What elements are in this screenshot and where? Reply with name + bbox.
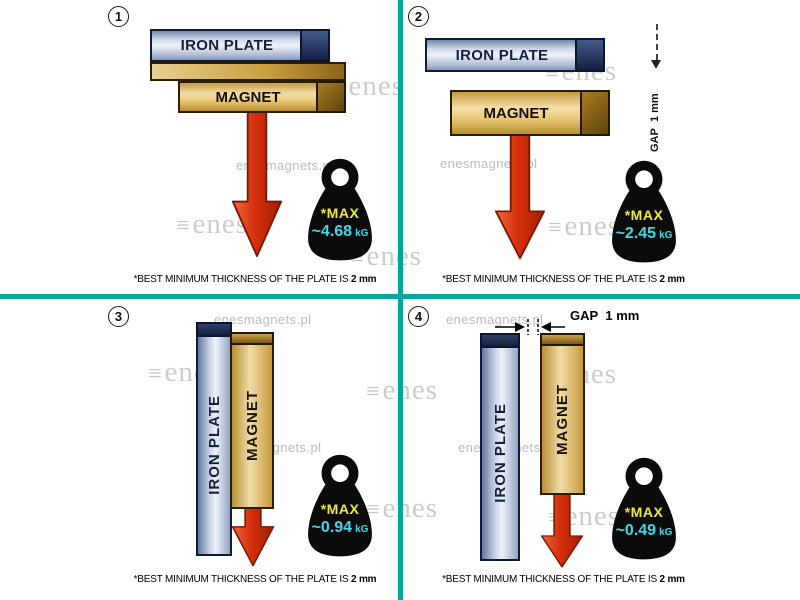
iron-plate-label: IRON PLATE	[491, 403, 509, 503]
gap-arrows-icon	[495, 319, 565, 335]
divider-horizontal	[0, 294, 800, 299]
magnet-label: MAGNET	[215, 88, 281, 106]
logo-bars-icon: ≡	[366, 379, 381, 405]
logo-bars-icon: ≡	[148, 361, 163, 387]
gap-label: GAP 1 mm	[570, 308, 640, 323]
magnet-label: MAGNET	[243, 390, 261, 461]
magnet: MAGNET	[230, 332, 274, 509]
magnet: MAGNET	[540, 333, 585, 495]
panel-4: 4 GAP 1 mm IRON PLATE MAGNET	[403, 299, 800, 600]
plate-endcap	[196, 322, 232, 337]
plate-endcap	[575, 38, 605, 72]
enes-logo-watermark: ≡enes	[366, 374, 439, 406]
caption: *BEST MINIMUM THICKNESS OF THE PLATE IS …	[133, 574, 377, 585]
enes-logo-watermark: ≡enes	[548, 210, 621, 242]
iron-plate: IRON PLATE	[150, 29, 330, 62]
plate-endcap	[480, 333, 520, 348]
magnet-label: MAGNET	[554, 383, 571, 455]
logo-bars-icon: ≡	[366, 497, 381, 523]
iron-plate-label: IRON PLATE	[180, 37, 274, 54]
divider-vertical	[398, 0, 403, 600]
gap-arrow-icon	[651, 60, 661, 69]
iron-plate-label: IRON PLATE	[205, 395, 223, 495]
max-label: *MAX	[624, 504, 664, 520]
enes-logo-watermark: ≡enes	[366, 492, 439, 524]
magnet-endcap	[316, 81, 346, 113]
max-label: *MAX	[320, 501, 360, 517]
panel-2: 2 IRON PLATE MAGNET GAP 1 mm *MAX	[403, 0, 800, 294]
iron-plate: IRON PLATE	[196, 322, 232, 556]
panel-number-badge: 1	[108, 6, 129, 27]
magnet-endcap	[540, 333, 585, 346]
logo-bars-icon: ≡	[548, 215, 563, 241]
pull-direction-arrow	[494, 134, 546, 260]
gap-label: GAP 1 mm	[649, 93, 661, 152]
site-watermark: enesmagnets.pl	[214, 312, 312, 327]
caption: *BEST MINIMUM THICKNESS OF THE PLATE IS …	[133, 274, 377, 285]
magnet: MAGNET	[178, 81, 346, 113]
iron-plate: IRON PLATE	[480, 333, 520, 561]
max-label: *MAX	[624, 207, 664, 223]
magnet-endcap	[230, 332, 274, 345]
panel-number-badge: 3	[108, 306, 129, 327]
plate-endcap	[300, 29, 330, 62]
max-label: *MAX	[320, 205, 360, 221]
magnet-top-face	[150, 62, 346, 81]
panel-number-badge: 4	[408, 306, 429, 327]
pull-direction-arrow	[231, 112, 283, 258]
caption: *BEST MINIMUM THICKNESS OF THE PLATE IS …	[442, 574, 685, 585]
pull-direction-arrow	[540, 485, 584, 568]
magnet-endcap	[580, 90, 610, 136]
gap-dimension-line	[656, 24, 658, 60]
site-watermark: enesmagnets.pl	[446, 312, 544, 327]
caption: *BEST MINIMUM THICKNESS OF THE PLATE IS …	[442, 274, 685, 285]
iron-plate-label: IRON PLATE	[455, 46, 549, 64]
iron-plate: IRON PLATE	[425, 38, 605, 72]
magnet-label: MAGNET	[483, 104, 549, 122]
logo-bars-icon: ≡	[176, 213, 191, 239]
magnet: MAGNET	[450, 90, 610, 136]
panel-number-badge: 2	[408, 6, 429, 27]
